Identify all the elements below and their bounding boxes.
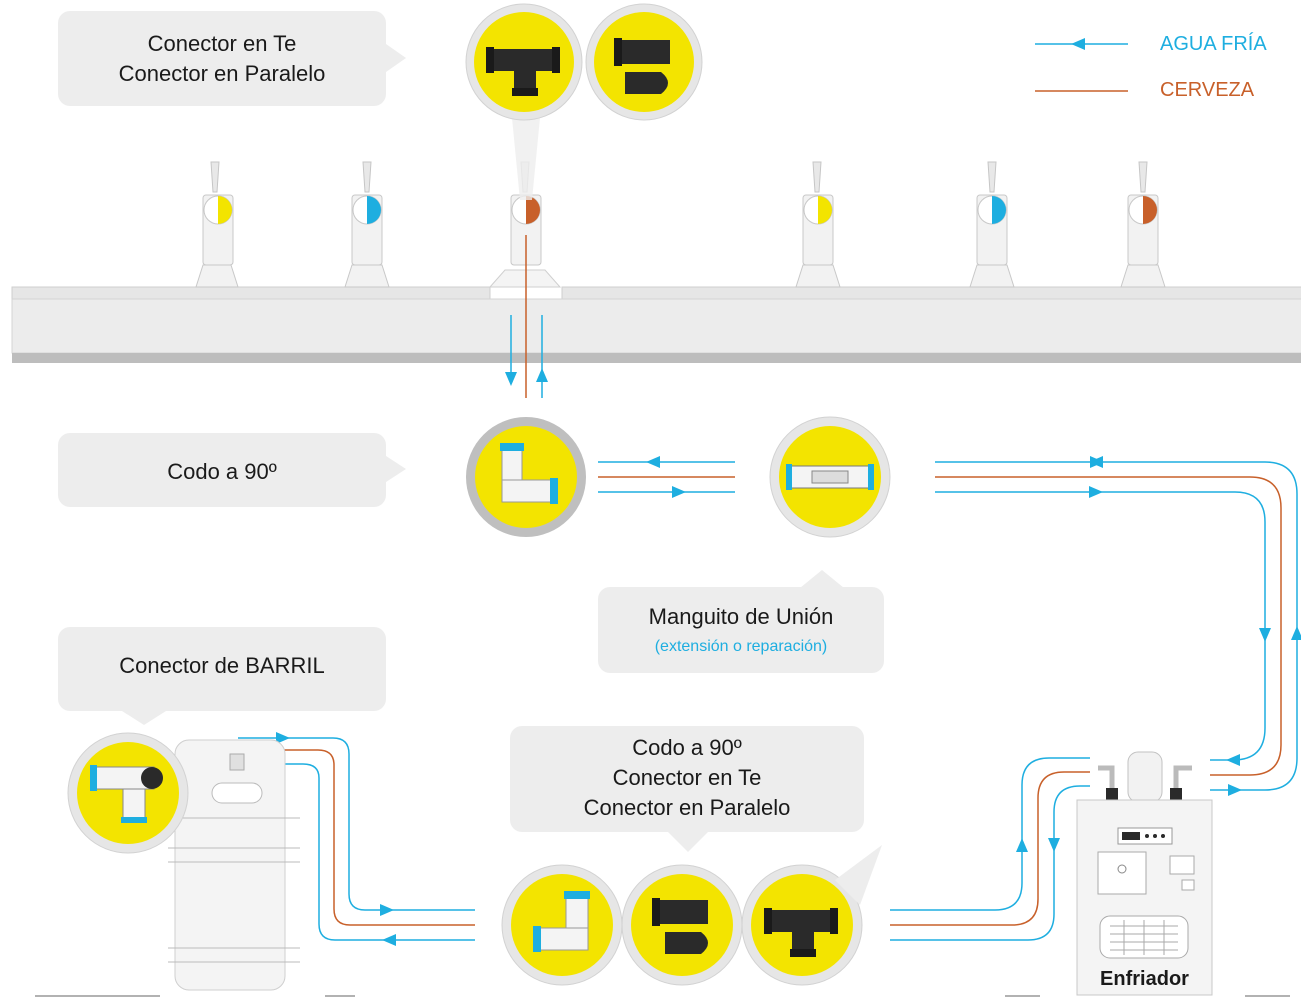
callout-pointer [668,832,708,852]
elbow-90-fitting [466,417,586,537]
arrow-right-icon [380,904,394,916]
label-tee-connector: Conector en Te [147,31,297,56]
tap [969,161,1015,288]
label-tee-connector: Conector en Te [612,765,762,790]
arrow-left-icon [382,934,396,946]
legend-water-label: AGUA FRÍA [1160,33,1267,55]
line-cooler-to-fittings [890,757,1090,941]
callout-bottom-fittings-text: Codo a 90º Conector en Te Conector en Pa… [510,733,864,823]
label-parallel-connector: Conector en Paralelo [118,61,326,86]
label-union: Manguito de Unión [648,604,834,629]
callout-pointer [122,711,166,725]
tap [795,161,841,288]
callout-keg [58,627,386,711]
tap [344,161,390,288]
legend-water-swatch [1035,38,1128,50]
callout-union [598,587,884,673]
arrow-right-icon [276,732,290,744]
arrow-right-icon [1228,784,1242,796]
arrow-right-icon [672,486,686,498]
arrow-right-icon [1089,486,1103,498]
legend-beer-label: CERVEZA [1160,79,1255,101]
label-keg-connector: Conector de BARRIL [119,653,325,678]
arrow-down-icon [505,372,517,386]
callout-union-text: Manguito de Unión (extensión o reparació… [598,602,884,662]
arrow-left-icon [646,456,660,468]
line-union-to-cooler [935,456,1301,796]
label-parallel-connector: Conector en Paralelo [583,795,791,820]
parallel-connector-fitting [585,3,703,121]
label-elbow: Codo a 90º [167,459,277,484]
label-elbow: Codo a 90º [632,735,742,760]
arrow-left-icon [1089,456,1103,468]
callout-elbow [58,433,386,507]
callout-bottom-fittings [510,726,864,832]
cooler-label: Enfriador [1100,968,1189,990]
keg [168,739,300,991]
line-elbow-to-union [598,456,735,498]
arrow-up-icon [1016,838,1028,852]
union-sleeve-fitting [769,416,891,538]
arrow-down-icon [1048,838,1060,852]
keg-connector-fitting [67,732,189,854]
label-union-note: (extensión o reparación) [654,638,828,655]
callout-pointer [386,456,406,482]
callout-pointer [800,570,844,588]
arrow-down-icon [1259,628,1271,642]
arrow-up-icon [1291,626,1301,640]
tee-connector-fitting [741,864,863,986]
line-tap-to-elbow [505,235,548,398]
parallel-connector-fitting [621,864,743,986]
bar-counter [11,269,1301,363]
callout-pointer [512,118,540,200]
line-fittings-to-keg [238,732,475,946]
callout-top-fittings [58,11,386,106]
cooler-unit [1076,751,1213,996]
elbow-90-fitting [501,864,623,986]
arrow-up-icon [536,368,548,382]
tap [1120,161,1166,288]
arrow-left-icon [1226,754,1240,766]
callout-pointer [835,845,882,905]
callout-pointer [386,44,406,72]
tap [195,161,239,288]
callout-top-fittings-text: Conector en Te Conector en Paralelo [58,29,386,89]
tee-connector-fitting [465,3,583,121]
